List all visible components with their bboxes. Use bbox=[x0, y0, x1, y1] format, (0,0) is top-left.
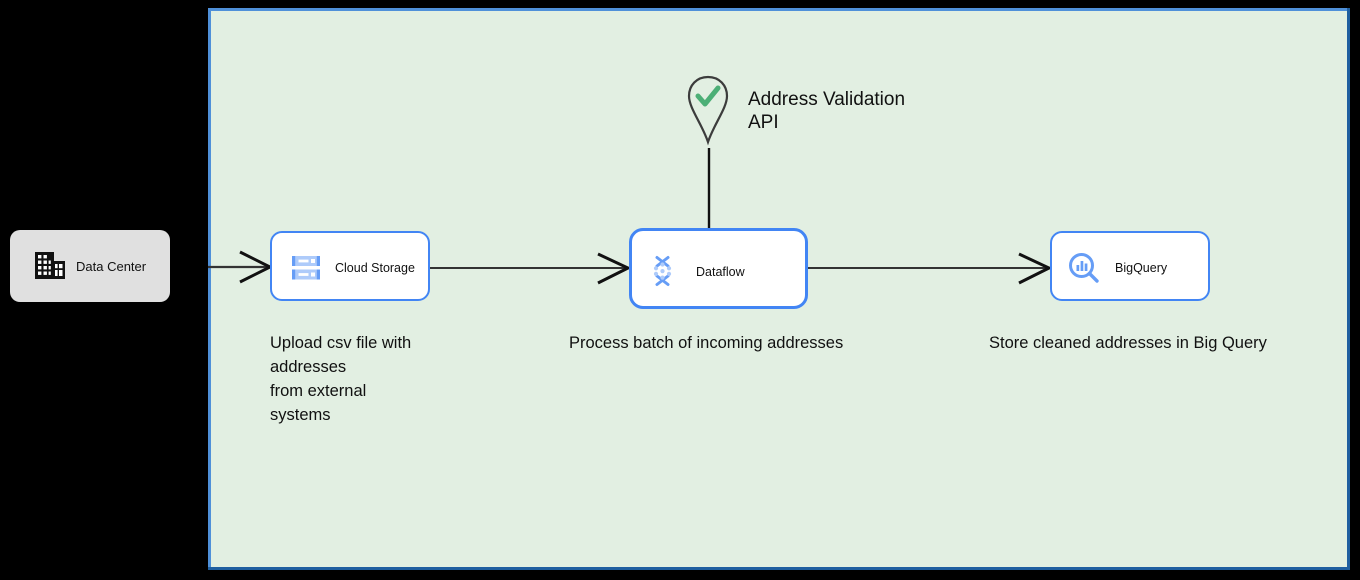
map-pin-check-icon bbox=[684, 74, 732, 146]
caption-cloud-storage: Upload csv file with addresses from exte… bbox=[270, 334, 412, 424]
caption-bigquery: Store cleaned addresses in Big Query bbox=[989, 334, 1267, 352]
node-bigquery[interactable]: BigQuery bbox=[1050, 231, 1210, 301]
node-label-cloud-storage: Cloud Storage bbox=[335, 261, 415, 275]
data-center-icon bbox=[32, 248, 68, 284]
node-dataflow[interactable]: Dataflow bbox=[629, 228, 808, 309]
node-data-center[interactable]: Data Center bbox=[10, 230, 170, 302]
caption-dataflow: Process batch of incoming addresses bbox=[569, 334, 844, 352]
node-label-dataflow: Dataflow bbox=[696, 264, 745, 279]
node-label-data-center: Data Center bbox=[76, 258, 147, 274]
node-label-bigquery: BigQuery bbox=[1115, 261, 1168, 275]
node-cloud-storage[interactable]: Cloud Storage bbox=[270, 231, 430, 301]
node-address-validation-api[interactable]: Address Validation API bbox=[684, 74, 944, 150]
bigquery-icon bbox=[1067, 251, 1101, 285]
address-validation-api-label: Address Validation API bbox=[748, 89, 906, 133]
dataflow-icon bbox=[649, 254, 683, 288]
cloud-storage-icon bbox=[289, 251, 323, 285]
